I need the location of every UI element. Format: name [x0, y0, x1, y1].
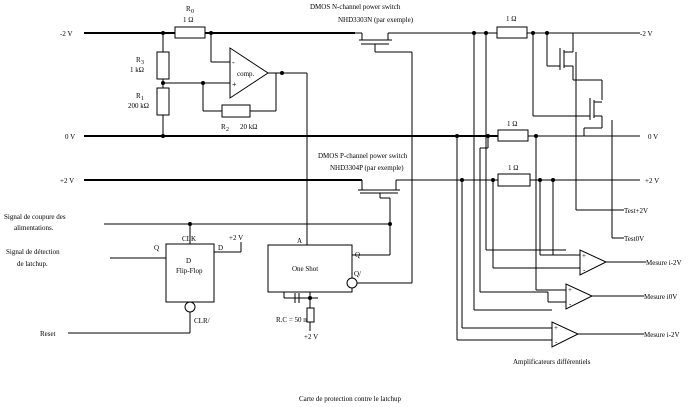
sense-resistor-bot: 1 Ω — [497, 164, 531, 187]
one-shot: One Shot A Q Q/ R.C = 50 ms +2 V — [267, 237, 361, 341]
figure-caption: Carte de protection contre le latchup — [299, 395, 402, 403]
sense-bot-value: 1 Ω — [508, 164, 518, 172]
rail-neg-left-label: -2 V — [60, 30, 73, 38]
flipflop-q: Q — [154, 244, 159, 252]
nmos-label-1: DMOS N-channel power switch — [310, 3, 401, 11]
resistor-r1: R 1 200 kΩ — [128, 87, 170, 116]
amp3-plus: + — [554, 324, 558, 332]
reset-input: Reset — [40, 330, 56, 338]
resistor-r3: R 3 1 kΩ — [130, 51, 170, 80]
sense-top-value: 1 Ω — [506, 15, 516, 23]
flip-flop: D Flip-Flop CLK Q D CLR/ +2 V — [154, 234, 243, 325]
rail-pos2v: +2 V +2 V — [60, 177, 659, 185]
signal-cut-label-2: alimentations. — [14, 224, 54, 232]
oneshot-title: One Shot — [292, 265, 318, 273]
measure-zero-label: Mesure i0V — [644, 293, 677, 301]
flipflop-clr: CLR/ — [194, 317, 210, 325]
sense-resistor-top: 1 Ω — [496, 15, 528, 39]
signal-cut-input: Signal de coupure des alimentations. — [4, 213, 66, 232]
diff-amp-3: + - — [551, 321, 580, 348]
comparator-label: comp. — [237, 70, 255, 78]
r2-name: R — [221, 123, 226, 131]
signal-cut-label-1: Signal de coupure des — [4, 213, 66, 221]
signal-detect-label-2: de latchup. — [17, 260, 48, 268]
amp1-minus: - — [583, 266, 586, 274]
nmos-switch: DMOS N-channel power switch NHD3303N (pa… — [310, 3, 414, 52]
rail-neg-right-label: -2 V — [640, 30, 653, 38]
sense-resistor-mid: 1 Ω — [497, 120, 529, 142]
measure-neg-label: Mesure i-2V — [646, 259, 682, 267]
reset-label: Reset — [40, 330, 56, 338]
pmos-label-1: DMOS P-channel power switch — [318, 152, 408, 160]
signal-detect-label-1: Signal de détection — [6, 248, 60, 256]
rail-zero-left-label: 0 V — [65, 133, 75, 141]
test-pos-label: Test+2V — [624, 207, 648, 215]
amp2-plus: + — [568, 286, 572, 294]
r1-name: R — [136, 92, 141, 100]
diff-amp-1: + - — [579, 249, 608, 276]
resistor-r2: R 2 20 kΩ — [221, 104, 257, 133]
oneshot-q: Q — [355, 251, 360, 259]
amp3-minus: - — [555, 338, 558, 346]
comparator-plus: + — [232, 80, 237, 89]
r1-value: 200 kΩ — [128, 102, 149, 110]
resistor-r0: R 0 1 Ω — [174, 5, 206, 39]
oneshot-supply: +2 V — [304, 333, 318, 341]
comparator: - + comp. — [229, 47, 269, 99]
rail-pos-left-label: +2 V — [60, 177, 74, 185]
flipflop-supply: +2 V — [229, 234, 243, 242]
amp2-minus: - — [569, 300, 572, 308]
r3-sub: 3 — [141, 60, 144, 66]
r3-value: 1 kΩ — [130, 66, 144, 74]
r2-sub: 2 — [226, 127, 229, 133]
r0-value: 1 Ω — [183, 16, 193, 24]
signal-detect-input: Signal de détection de latchup. — [6, 248, 60, 268]
r0-sub: 0 — [191, 9, 194, 15]
oneshot-a: A — [297, 237, 302, 245]
r1-sub: 1 — [141, 96, 144, 102]
test-transistors — [533, 33, 603, 136]
r3-name: R — [136, 56, 141, 64]
test-zero-label: Test0V — [624, 235, 644, 243]
flipflop-clk: CLK — [182, 235, 196, 243]
amp-caption: Amplificateurs différentiels — [513, 358, 591, 366]
measure-pos-label: Mesure i-2V — [644, 331, 680, 339]
rail-0v: 0 V 0 V — [65, 133, 658, 141]
rail-neg2v: -2 V -2 V — [60, 30, 653, 38]
diff-amp-2: + - — [565, 283, 594, 310]
flipflop-title-2: Flip-Flop — [176, 267, 203, 275]
comparator-minus: - — [232, 58, 235, 67]
r0-name: R — [186, 5, 191, 13]
r2-value: 20 kΩ — [240, 123, 257, 131]
pmos-switch: DMOS P-channel power switch NHD3304P (pa… — [318, 152, 408, 198]
sense-mid-value: 1 Ω — [507, 120, 517, 128]
rail-pos-right-label: +2 V — [645, 177, 659, 185]
oneshot-qn: Q/ — [354, 270, 361, 278]
amp1-plus: + — [582, 252, 586, 260]
nmos-label-2: NHD3303N (par exemple) — [338, 16, 414, 24]
flipflop-d: D — [218, 244, 223, 252]
rail-zero-right-label: 0 V — [648, 133, 658, 141]
flipflop-title-1: D — [186, 257, 191, 265]
pmos-label-2: NHD3304P (par exemple) — [330, 164, 404, 172]
oneshot-rc: R.C = 50 ms — [276, 316, 312, 324]
